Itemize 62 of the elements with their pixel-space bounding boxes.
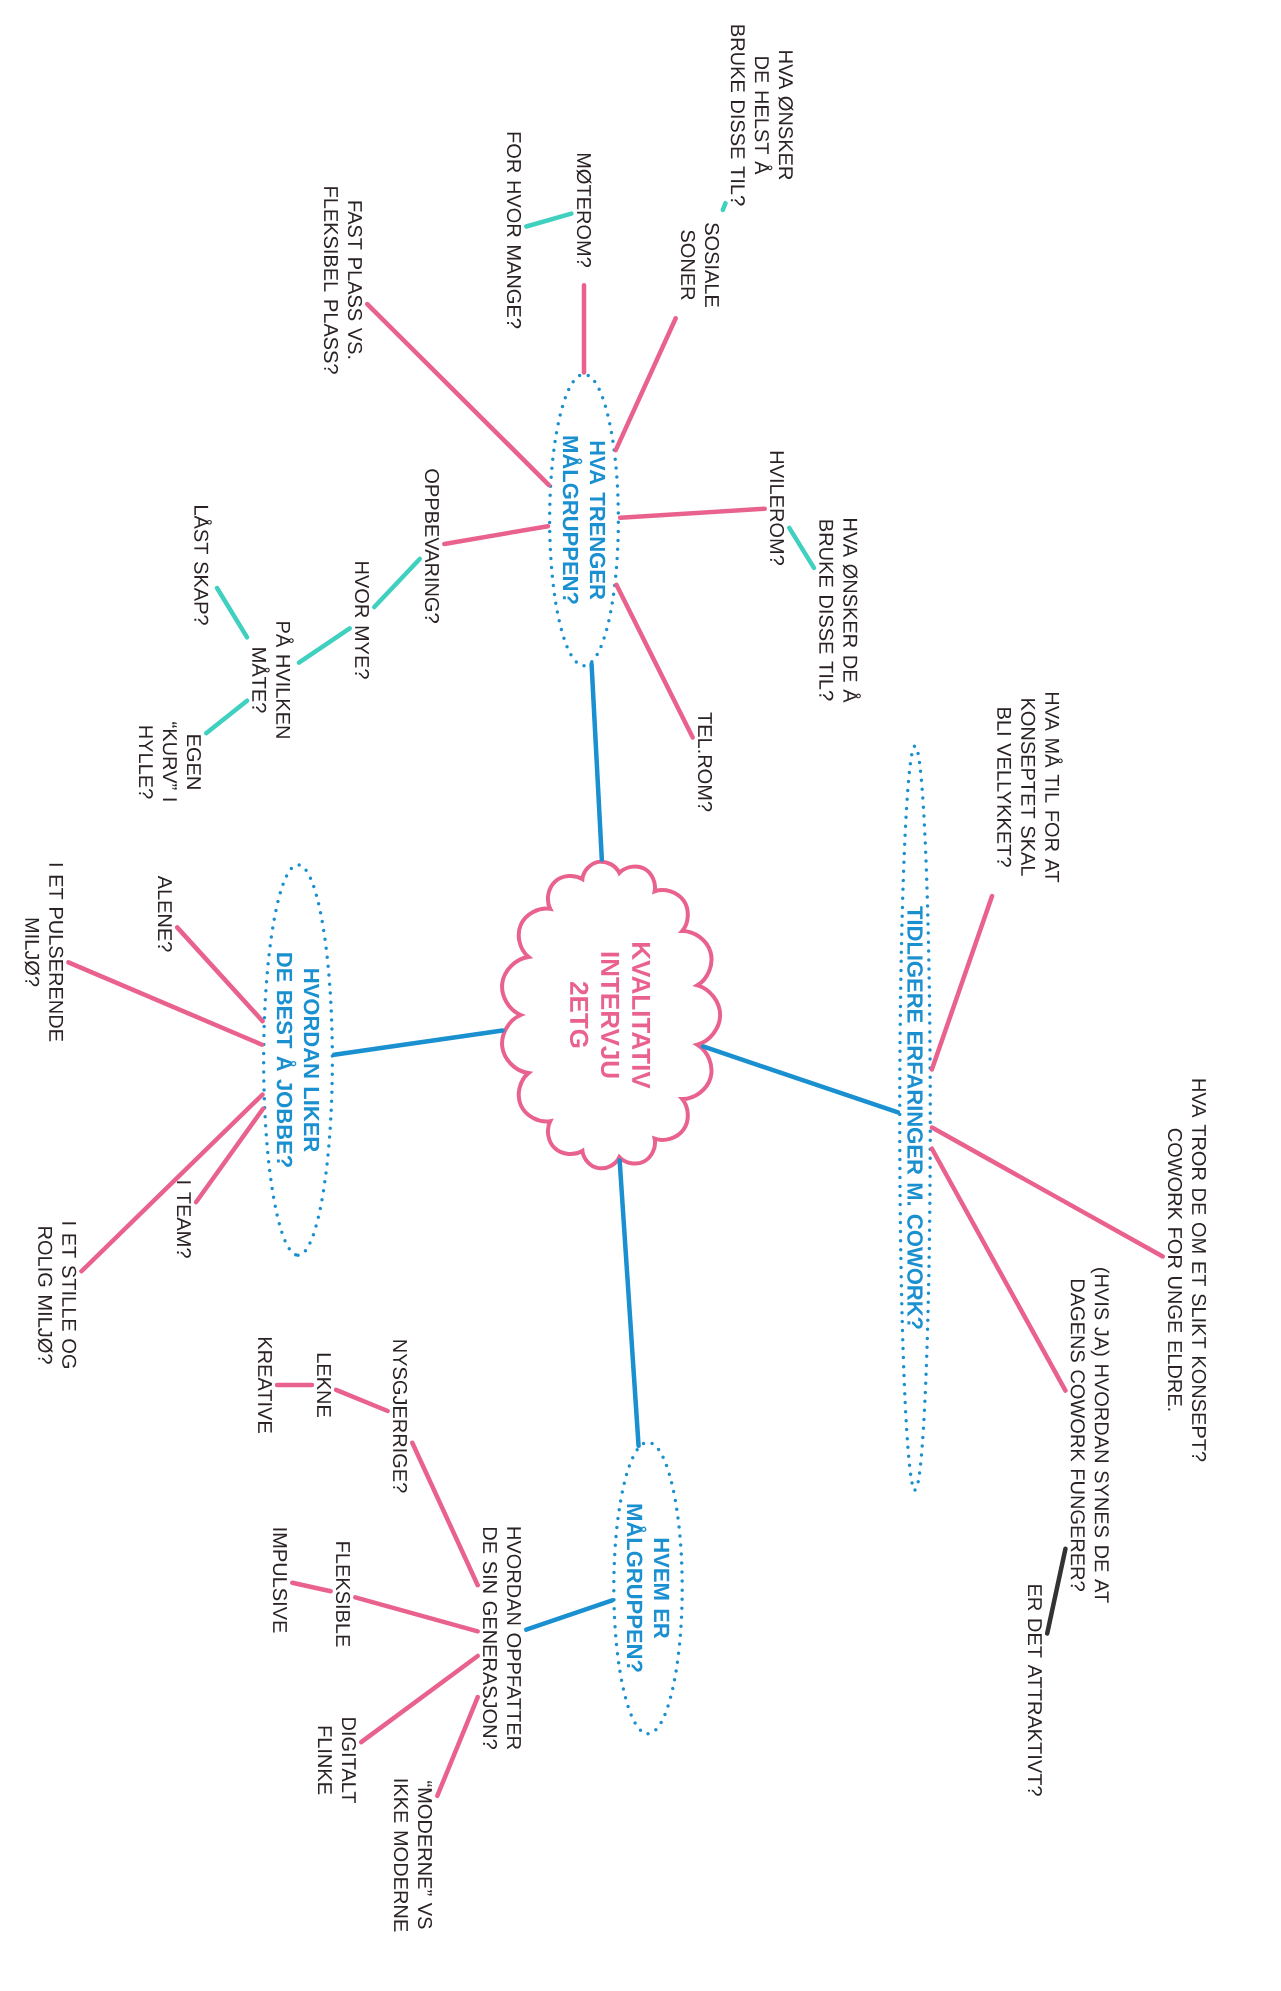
connector-line — [435, 1694, 480, 1799]
connector-line — [617, 506, 767, 520]
connector-line — [66, 960, 265, 1047]
connector-line — [333, 1387, 390, 1414]
connector-line — [929, 893, 995, 1072]
question-text: PÅ HVILKEN MÅTE? — [252, 622, 294, 738]
question-text: HVOR MYE? — [354, 562, 370, 679]
connector-line — [720, 200, 728, 213]
question-text: DIGITALT FLINKE — [318, 1718, 356, 1804]
question-text: HVA ØNSKER DE HELST Å BRUKE DISSE TIL? — [730, 25, 794, 206]
question-text: ALENE? — [158, 875, 172, 952]
connector-line — [410, 1440, 480, 1588]
question-text: HVILEROM? — [769, 451, 785, 566]
question-text: LEKNE — [317, 1353, 331, 1417]
connector-line — [614, 582, 695, 740]
connector-line — [1044, 1546, 1068, 1636]
question-text: MØTEROM? — [576, 153, 592, 268]
connector-line — [581, 282, 587, 375]
connector-line — [365, 301, 552, 488]
connector-line — [787, 525, 817, 571]
connector-line — [274, 1382, 315, 1388]
connector-line — [442, 523, 551, 547]
connector-line — [617, 1158, 641, 1448]
question-text: ER DET ATTRAKTIVT? — [1028, 1585, 1042, 1796]
connector-line — [296, 626, 352, 665]
connector-line — [524, 1598, 615, 1632]
connector-line — [79, 1092, 265, 1274]
question-text: LÅST SKAP? — [194, 506, 212, 625]
question-text: TEL.ROM? — [697, 712, 713, 812]
connector-line — [214, 585, 250, 640]
connector-line — [290, 1580, 333, 1594]
question-text: I ET PULSERENDE MILJØ? — [24, 863, 64, 1042]
connector-line — [358, 1653, 480, 1745]
connector-line — [174, 925, 265, 1024]
question-text: SOSIALE SONER — [680, 223, 720, 307]
question-text: OPPBEVARING? — [424, 469, 440, 623]
connector-line — [929, 1146, 1068, 1393]
connector-line — [353, 1595, 480, 1634]
central-cloud: KVALITATIV INTERVJU 2ETG — [500, 859, 723, 1171]
connector-line — [613, 316, 678, 453]
question-text: “MODERNE” VS IKKE MODERNE — [393, 1779, 433, 1932]
question-text: FOR HVOR MANGE? — [506, 132, 522, 329]
connector-line — [203, 698, 250, 736]
question-text: I ET STILLE OG ROLIG MILJØ? — [37, 1222, 77, 1368]
question-text: NYSGJERRIGE? — [392, 1340, 408, 1493]
connector-line — [331, 1028, 505, 1058]
connector-line — [589, 661, 605, 862]
question-text: FAST PLASS VS. FLEKSIBEL PLASS? — [323, 187, 363, 374]
question-text: I TEAM? — [177, 1181, 191, 1258]
question-text: HVA MÅ TIL FOR AT KONSEPTET SKAL BLI VELLYKKET? — [997, 692, 1063, 883]
question-text: EGEN “KURV” I HYLLE? — [139, 722, 201, 801]
question-text: HVA TROR DE OM ET SLIKT KONSEPT? COWORK FOR UNGE ELDRE. — [1167, 1079, 1207, 1462]
question-text: HVORDAN OPPFATTER DE SIN GENERASJON? — [482, 1527, 522, 1750]
question-text: HVA ØNSKER DE Å BRUKE DISSE TIL? — [819, 519, 861, 703]
question-text: KREATIVE — [258, 1337, 272, 1433]
connector-line — [929, 1125, 1165, 1259]
question-text: FLEKSIBLE — [335, 1542, 351, 1647]
connector-line — [193, 1106, 266, 1205]
connector-line — [372, 556, 422, 610]
question-text: IMPULSIVE — [272, 1528, 288, 1633]
question-text: (HVIS JA) HVORDAN SYNES DE AT DAGENS COWORK FUNGERER? — [1070, 1268, 1110, 1603]
connector-line — [524, 211, 574, 229]
